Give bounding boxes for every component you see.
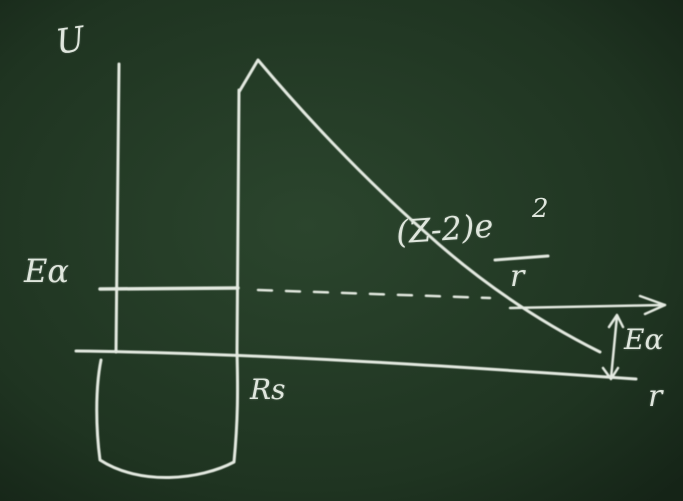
radial-arrow-line bbox=[508, 303, 667, 310]
fraction-bar bbox=[493, 254, 550, 262]
radial-axis-line bbox=[74, 349, 638, 381]
radial-axis-label: r bbox=[648, 379, 663, 414]
potential-axis-label: U bbox=[53, 19, 88, 63]
potential-axis-line bbox=[114, 62, 121, 354]
energy-measure-head-bottom bbox=[601, 366, 620, 381]
alpha-energy-level bbox=[98, 286, 240, 291]
barrier-expression-denominator: r bbox=[510, 259, 525, 294]
well-bottom bbox=[95, 350, 240, 480]
alpha-energy-dashed-line bbox=[256, 288, 492, 300]
energy-measure-line bbox=[609, 314, 619, 380]
barrier-expression-numerator: (Z-2)e bbox=[394, 206, 495, 252]
alpha-energy-label-right: Eα bbox=[624, 323, 664, 356]
energy-measure-head-top bbox=[607, 313, 625, 329]
alpha-energy-label-left: Eα bbox=[24, 252, 69, 290]
nuclear-radius-label: Rs bbox=[250, 373, 286, 406]
well-right-wall bbox=[235, 88, 241, 354]
radial-arrow-head bbox=[638, 294, 667, 316]
coulomb-barrier-curve bbox=[237, 58, 602, 354]
barrier-expression-exponent: 2 bbox=[532, 194, 549, 224]
